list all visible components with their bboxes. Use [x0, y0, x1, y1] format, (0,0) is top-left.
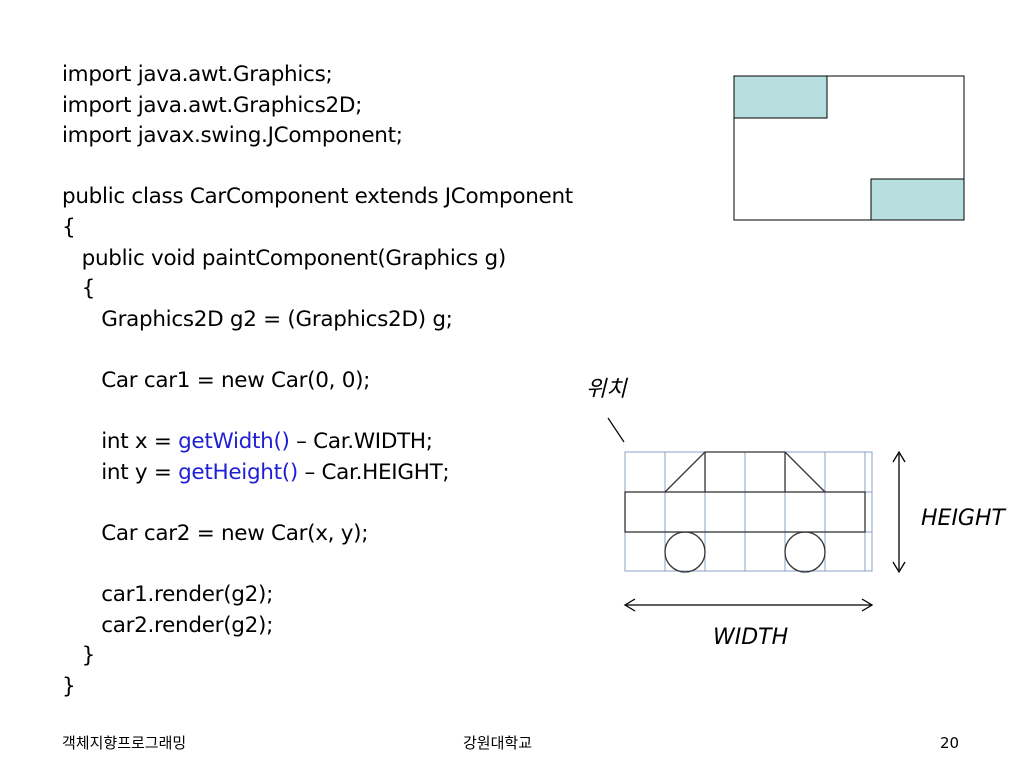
car1-box — [733, 75, 828, 119]
code-text: } — [62, 643, 96, 669]
code-block: import java.awt.Graphics; import java.awt… — [62, 60, 573, 702]
code-line: Car car1 = new Car(0, 0); — [62, 366, 573, 397]
code-text: } — [62, 673, 76, 699]
rear-wheel — [784, 531, 826, 573]
footer-university: 강원대학교 — [463, 734, 533, 752]
code-text: – Car.HEIGHT; — [297, 459, 450, 485]
height-label: HEIGHT — [921, 506, 1005, 531]
width-arrow — [623, 598, 874, 612]
code-text: Car car1 = new Car(0, 0); — [62, 367, 371, 393]
position-label: 위치 — [586, 377, 627, 402]
car-grid — [624, 451, 873, 572]
code-line: { — [62, 274, 573, 305]
code-text: { — [62, 276, 96, 302]
code-text: car1.render(g2); — [62, 582, 274, 608]
code-text: – Car.WIDTH; — [289, 429, 433, 455]
code-line: public class CarComponent extends JCompo… — [62, 182, 573, 213]
code-method-highlight: getHeight() — [178, 459, 298, 485]
code-text: import javax.swing.JComponent; — [62, 123, 403, 149]
code-text: Graphics2D g2 = (Graphics2D) g; — [62, 306, 453, 332]
footer-course-title: 객체지향프로그래밍 — [62, 734, 187, 752]
code-method-highlight: getWidth() — [178, 429, 290, 455]
code-line: } — [62, 641, 573, 672]
width-label: WIDTH — [713, 625, 789, 650]
code-line: Graphics2D g2 = (Graphics2D) g; — [62, 305, 573, 336]
code-text: { — [62, 214, 76, 240]
code-line: int y = getHeight() – Car.HEIGHT; — [62, 458, 573, 489]
code-text: int x = — [62, 429, 179, 455]
code-line: { — [62, 213, 573, 244]
code-line: int x = getWidth() – Car.WIDTH; — [62, 427, 573, 458]
code-line: car2.render(g2); — [62, 611, 573, 642]
code-text: import java.awt.Graphics2D; — [62, 92, 363, 118]
code-text: Car car2 = new Car(x, y); — [62, 520, 369, 546]
code-line: Car car2 = new Car(x, y); — [62, 519, 573, 550]
height-arrow — [892, 450, 906, 574]
code-text: int y = — [62, 459, 179, 485]
code-text: car2.render(g2); — [62, 612, 274, 638]
front-wheel — [664, 531, 706, 573]
car2-box — [870, 178, 965, 221]
car-drawing — [624, 451, 866, 573]
position-pointer — [607, 417, 625, 443]
code-line: car1.render(g2); — [62, 580, 573, 611]
code-text: public class CarComponent extends JCompo… — [62, 184, 573, 210]
code-line: import java.awt.Graphics2D; — [62, 91, 573, 122]
page-number: 20 — [940, 734, 960, 752]
code-text: public void paintComponent(Graphics g) — [62, 245, 507, 271]
code-line: public void paintComponent(Graphics g) — [62, 244, 573, 275]
code-line: } — [62, 672, 573, 703]
code-line: import java.awt.Graphics; — [62, 60, 573, 91]
code-text: import java.awt.Graphics; — [62, 62, 333, 87]
code-line: import javax.swing.JComponent; — [62, 121, 573, 152]
